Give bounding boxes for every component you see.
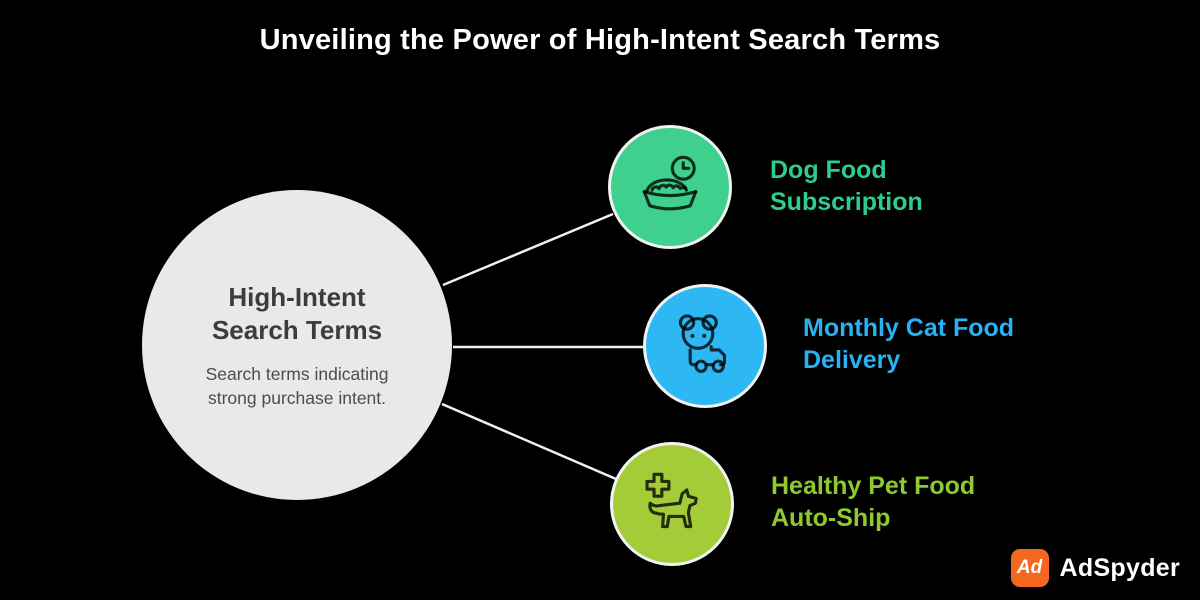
central-node-title: High-Intent Search Terms [212,281,382,347]
cat-delivery-truck-icon [678,314,727,373]
node-label-line2: Delivery [803,346,901,374]
brand-name: AdSpyder [1059,553,1180,582]
node-label-monthly-cat-food-delivery: Monthly Cat Food Delivery [803,312,1014,376]
node-label-line1: Healthy Pet Food [771,472,976,500]
node-label-line2: Auto-Ship [771,504,891,532]
node-circle-monthly-cat-food-delivery [643,284,767,408]
adspyder-logo: Ad AdSpyder [1010,549,1180,587]
central-node-title-line2: Search Terms [211,314,383,345]
pet-bowl-clock-icon [642,155,698,211]
node-label-line2: Subscription [770,188,923,216]
node-label-line1: Monthly Cat Food [803,314,1015,342]
central-node-description-line2: strong purchase intent. [207,387,387,408]
node-circle-dog-food-subscription [608,125,732,249]
adspyder-logo-icon: Ad [1010,549,1049,587]
central-node: High-Intent Search Terms Search terms in… [142,190,452,500]
node-label-line1: Dog Food [770,156,887,184]
central-node-description-line1: Search terms indicating [205,363,389,384]
node-label-dog-food-subscription: Dog Food Subscription [770,154,923,218]
node-label-healthy-pet-food-auto-ship: Healthy Pet Food Auto-Ship [771,470,975,534]
page-title: Unveiling the Power of High-Intent Searc… [259,24,941,56]
node-circle-healthy-pet-food-auto-ship [610,442,734,566]
medical-cross-dog-icon [645,472,698,529]
central-node-title-line1: High-Intent [228,281,366,312]
connector-line-top [442,212,614,287]
central-node-description: Search terms indicating strong purchase … [206,362,389,410]
connector-line-bottom [441,402,617,481]
